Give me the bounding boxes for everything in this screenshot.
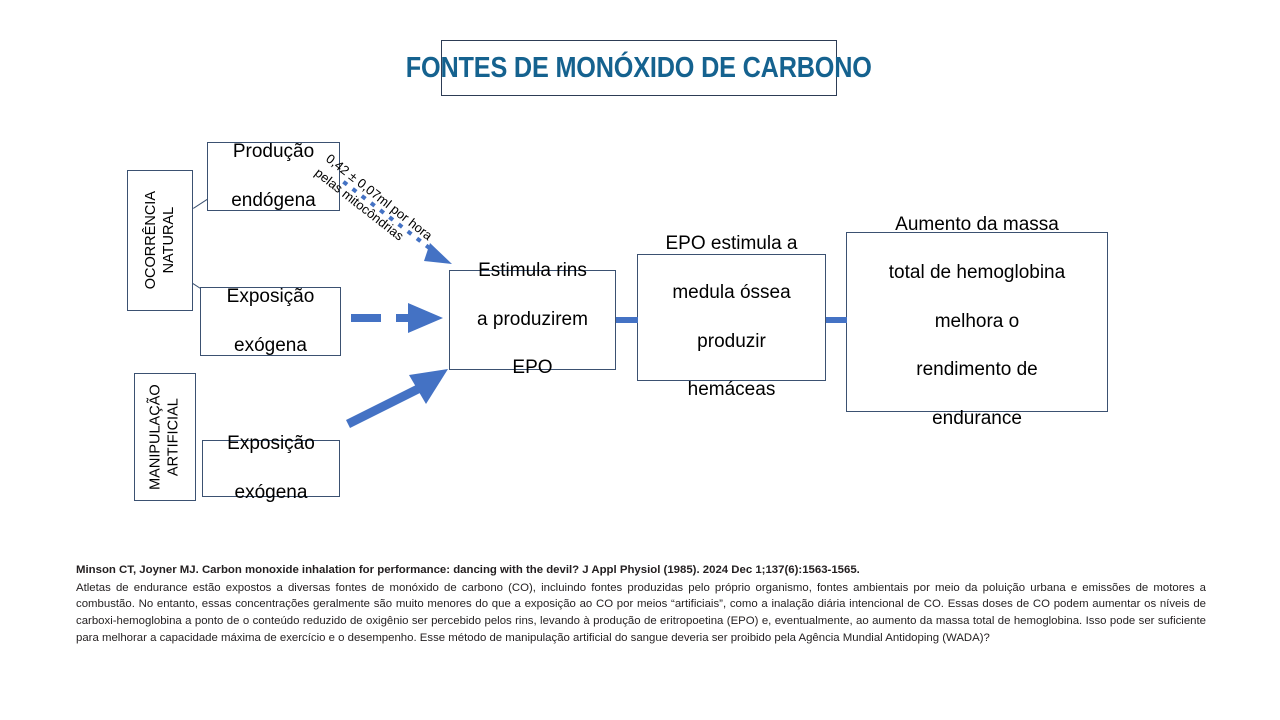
- dashed-arrow-exposicao-natural-to-estimula: [351, 303, 443, 333]
- node-producao-endogena-text: Produção endógena: [219, 140, 328, 213]
- node-epo-line2: medula óssea: [672, 282, 791, 304]
- node-epo-text: EPO estimula a medula óssea produzir hem…: [654, 232, 810, 402]
- node-exposicao-artificial-text: Exposição exógena: [215, 432, 327, 505]
- node-exposicao-exogena-natural: Exposição exógena: [200, 285, 341, 358]
- node-epo-medula-ossea: EPO estimula a medula óssea produzir hem…: [637, 233, 826, 400]
- abstract-paragraph: Atletas de endurance estão expostos a di…: [76, 581, 1206, 644]
- slide-title-box: FONTES DE MONÓXIDO DE CARBONO: [406, 40, 872, 96]
- node-aumento-line1: Aumento da massa: [895, 213, 1059, 235]
- node-exposicao-exogena-artificial: Exposição exógena: [202, 433, 340, 503]
- node-exposicao-art-line2: exógena: [234, 481, 308, 503]
- node-epo-line3: produzir: [697, 330, 766, 352]
- node-aumento-hemoglobina: Aumento da massa total de hemoglobina me…: [846, 214, 1108, 429]
- node-epo-line4: hemáceas: [687, 379, 776, 401]
- page-title: FONTES DE MONÓXIDO DE CARBONO: [406, 51, 872, 84]
- category-box-ocorrencia-natural: OCORRÊNCIA NATURAL: [127, 170, 193, 311]
- node-aumento-line2: total de hemoglobina: [888, 262, 1066, 284]
- node-aumento-line4: rendimento de: [916, 359, 1038, 381]
- node-aumento-line5: endurance: [932, 408, 1022, 430]
- node-estimula-text: Estimula rins a produzirem EPO: [465, 259, 600, 381]
- category-label-ocorrencia-line1: OCORRÊNCIA: [142, 191, 159, 290]
- node-producao-line1: Produção: [232, 141, 315, 163]
- node-exposicao-nat-line2: exógena: [234, 334, 307, 356]
- node-exposicao-art-line1: Exposição: [227, 433, 315, 455]
- category-label-ocorrencia-line2: NATURAL: [161, 207, 178, 274]
- node-exposicao-natural-text: Exposição exógena: [215, 285, 327, 358]
- category-label-manipulacao-line1: MANIPULAÇÃO: [147, 384, 164, 490]
- node-estimula-rins: Estimula rins a produzirem EPO: [449, 260, 616, 378]
- category-label-manipulacao: MANIPULAÇÃO ARTIFICIAL: [147, 384, 183, 490]
- node-estimula-line3: EPO: [512, 357, 553, 379]
- node-epo-line1: EPO estimula a: [665, 233, 798, 255]
- annotation-line1: 0,42 ± 0,07ml por hora: [323, 150, 436, 244]
- node-producao-endogena: Produção endógena: [207, 140, 340, 213]
- node-exposicao-nat-line1: Exposição: [226, 286, 315, 308]
- node-estimula-line2: a produzirem: [477, 308, 588, 330]
- citation-text: Minson CT, Joyner MJ. Carbon monoxide in…: [76, 564, 860, 576]
- annotation-line2: pelas mitocôndrias: [312, 164, 407, 244]
- footer-text-block: Minson CT, Joyner MJ. Carbon monoxide in…: [76, 562, 1206, 646]
- solid-arrow-exposicao-artificial-to-estimula: [345, 369, 448, 429]
- node-estimula-line1: Estimula rins: [478, 260, 587, 282]
- node-producao-line2: endógena: [231, 189, 316, 211]
- node-aumento-line3: melhora o: [934, 310, 1020, 332]
- category-box-manipulacao-artificial: MANIPULAÇÃO ARTIFICIAL: [134, 373, 196, 501]
- category-label-manipulacao-line2: ARTIFICIAL: [166, 398, 182, 476]
- annotation-mitocondrias: 0,42 ± 0,07ml por hora pelas mitocôndria…: [311, 150, 490, 301]
- category-label-ocorrencia: OCORRÊNCIA NATURAL: [142, 191, 178, 289]
- node-aumento-text: Aumento da massa total de hemoglobina me…: [877, 213, 1077, 432]
